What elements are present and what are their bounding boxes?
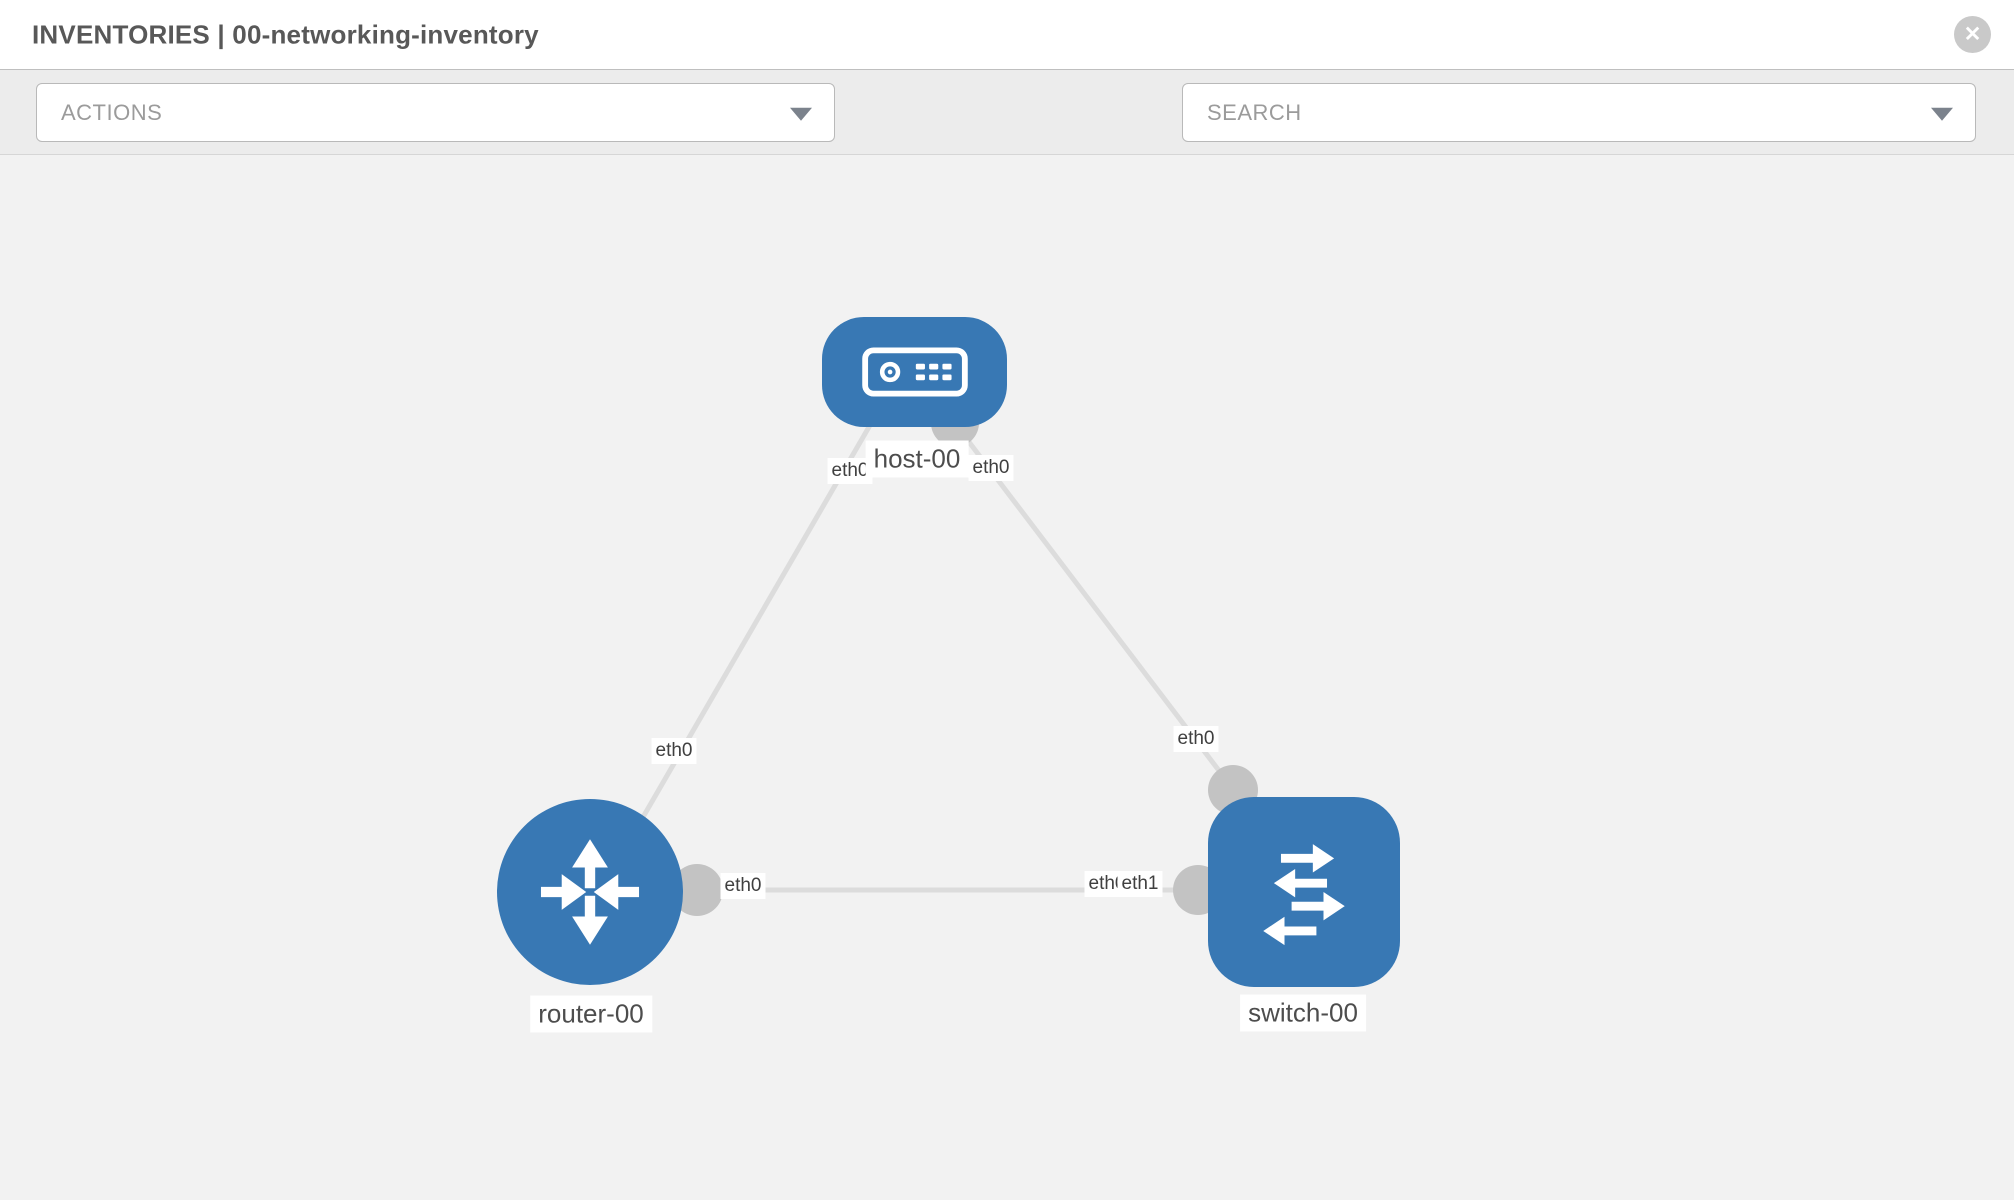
router-icon xyxy=(540,839,640,945)
iface-label-eth0: eth0 xyxy=(968,455,1014,481)
iface-label-eth1: eth1 xyxy=(1117,871,1163,897)
iface-label-eth0: eth0 xyxy=(1173,726,1219,752)
node-label-host-00: host-00 xyxy=(865,440,969,478)
iface-label-eth0: eth0 xyxy=(651,738,697,764)
toolbar: ACTIONS SEARCH xyxy=(0,70,2014,206)
iface-label-eth0: eth0 xyxy=(720,873,766,899)
node-host-00[interactable] xyxy=(822,317,1007,427)
chevron-down-icon xyxy=(1931,107,1953,121)
actions-dropdown[interactable]: ACTIONS xyxy=(36,83,835,142)
close-icon: ✕ xyxy=(1963,23,1982,46)
node-router-00[interactable] xyxy=(497,799,683,985)
topology-canvas[interactable]: eth0 eth0 eth0 eth0 eth0 eth0 eth1 host-… xyxy=(0,155,2014,1200)
links-layer xyxy=(592,399,1258,916)
switch-icon xyxy=(1263,844,1345,946)
iface-label-eth0: eth0 xyxy=(827,458,873,484)
node-label-router-00: router-00 xyxy=(530,995,652,1033)
close-button[interactable]: ✕ xyxy=(1954,16,1991,53)
page-title: INVENTORIES | 00-networking-inventory xyxy=(32,19,539,49)
search-input[interactable]: SEARCH xyxy=(1182,83,1976,142)
node-label-switch-00: switch-00 xyxy=(1240,994,1366,1032)
interface-dot-router xyxy=(671,864,723,916)
host-icon xyxy=(861,347,968,397)
page-header: INVENTORIES | 00-networking-inventory ✕ xyxy=(0,0,2014,70)
actions-dropdown-label: ACTIONS xyxy=(61,99,163,125)
search-placeholder: SEARCH xyxy=(1207,99,1302,125)
node-switch-00[interactable] xyxy=(1208,797,1400,987)
chevron-down-icon xyxy=(790,107,812,121)
